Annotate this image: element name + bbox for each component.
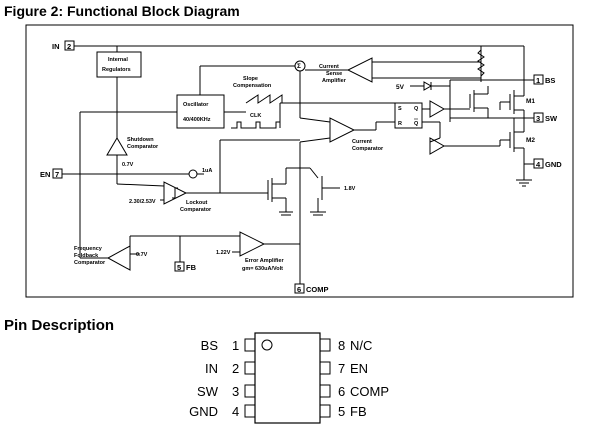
ic-package-body	[254, 332, 321, 424]
diagram-text: 1	[536, 76, 540, 85]
slope-compensation-label-1: Slope	[243, 76, 258, 82]
diagram-text: FB	[186, 263, 197, 272]
diagram-text: 7	[55, 170, 59, 179]
package-pin-4-name: GND	[189, 404, 218, 419]
diagram-text: SW	[545, 114, 558, 123]
current-comparator-label-2: Comparator	[352, 146, 384, 152]
diagram-text: GND	[545, 160, 562, 169]
internal-regulators-label-2: Regulators	[102, 67, 131, 73]
pin-fb: 5 FB	[174, 260, 197, 272]
pin-in: IN 2	[52, 40, 75, 51]
package-pin-1-name: BS	[201, 338, 219, 353]
diagram-text: 2	[67, 42, 71, 51]
m2-label: M2	[526, 137, 535, 144]
latch-q-label: Q	[414, 106, 419, 112]
current-sense-label-1: Current	[319, 64, 339, 70]
pin1-marker-icon	[261, 339, 273, 351]
pin-sw: 3 SW	[533, 112, 558, 123]
frequency-foldback-comparator-symbol	[106, 245, 131, 271]
diagram-text: 5	[177, 263, 181, 272]
pin-comp: 6 COMP	[294, 283, 329, 294]
latch-s-label: S	[398, 106, 402, 112]
package-pin-3-num: 3	[232, 384, 239, 399]
diagram-text: 6	[297, 285, 301, 294]
package-pin-1-num: 1	[232, 338, 239, 353]
current-sense-label-2: Sense	[326, 71, 342, 77]
latch-r-label: R	[398, 121, 402, 127]
clk-label: CLK	[250, 113, 261, 119]
package-pin-6-num: 6	[338, 384, 345, 399]
error-amplifier-symbol	[239, 231, 266, 257]
package-pin-6-name: COMP	[350, 384, 389, 399]
latch-qbar-label: Q	[414, 121, 419, 127]
package-pin-3-name: SW	[197, 384, 219, 399]
internal-regulators-label-1: Internal	[108, 57, 128, 63]
shutdown-threshold-label: 0.7V	[122, 162, 134, 168]
figure-title: Figure 2: Functional Block Diagram	[4, 3, 240, 19]
oscillator-frequency-label: 40/400KHz	[183, 117, 211, 123]
diagram-text: BS	[545, 76, 555, 85]
package-pin-2-num: 2	[232, 361, 239, 376]
lockout-label-2: Comparator	[180, 207, 212, 213]
pin-gnd: 4 GND	[533, 158, 562, 169]
diagram-text: COMP	[306, 285, 329, 294]
package-pin-7-num: 7	[338, 361, 345, 376]
lockout-label-1: Lockout	[186, 200, 208, 206]
foldback-threshold-label: 0.7V	[136, 252, 148, 258]
current-sense-amplifier-symbol	[346, 57, 373, 83]
error-amplifier-label: Error Amplifier	[245, 258, 284, 264]
current-source-label: 1uA	[202, 168, 212, 174]
diagram-border	[25, 24, 574, 298]
shutdown-label-1: Shutdown	[127, 137, 154, 143]
package-pin-4-num: 4	[232, 404, 239, 419]
pin-en: EN 7	[40, 168, 63, 179]
five-v-label: 5V	[396, 84, 405, 91]
foldback-label-1: Frequency	[74, 246, 103, 252]
oscillator-label: Oscillator	[183, 102, 209, 108]
package-pin-8-num: 8	[338, 338, 345, 353]
diagram-text: EN	[40, 170, 50, 179]
diagram-text: 3	[536, 114, 540, 123]
internal-regulators-block	[96, 51, 142, 78]
current-comparator-label-1: Current	[352, 139, 372, 145]
package-pin-8-name: N/C	[350, 338, 372, 353]
current-comparator-symbol	[329, 117, 356, 143]
shutdown-label-2: Comparator	[127, 144, 159, 150]
diagram-text: IN	[52, 42, 60, 51]
sr-latch-block	[394, 102, 423, 129]
reference-voltage-label: 1.22V	[216, 250, 231, 256]
lockout-threshold-label: 2.30/2.53V	[129, 199, 156, 205]
pin-description-title: Pin Description	[4, 317, 115, 334]
package-pin-5-name: FB	[350, 404, 367, 419]
m1-label: M1	[526, 98, 535, 105]
package-pin-7-name: EN	[350, 361, 368, 376]
foldback-label-3: Comparator	[74, 260, 106, 266]
foldback-label-2: Foldback	[74, 253, 99, 259]
pin-bs: 1 BS	[533, 74, 555, 85]
package-pin-2-name: IN	[205, 361, 218, 376]
slope-compensation-label-2: Compensation	[233, 83, 272, 89]
clamp-voltage-label: 1.8V	[344, 186, 356, 192]
current-sense-label-3: Amplifier	[322, 78, 347, 84]
error-amplifier-gm-label: gm= 630uA/Volt	[242, 266, 283, 272]
diagram-text: 4	[536, 160, 541, 169]
package-pin-5-num: 5	[338, 404, 345, 419]
summing-symbol: Σ	[297, 63, 301, 70]
